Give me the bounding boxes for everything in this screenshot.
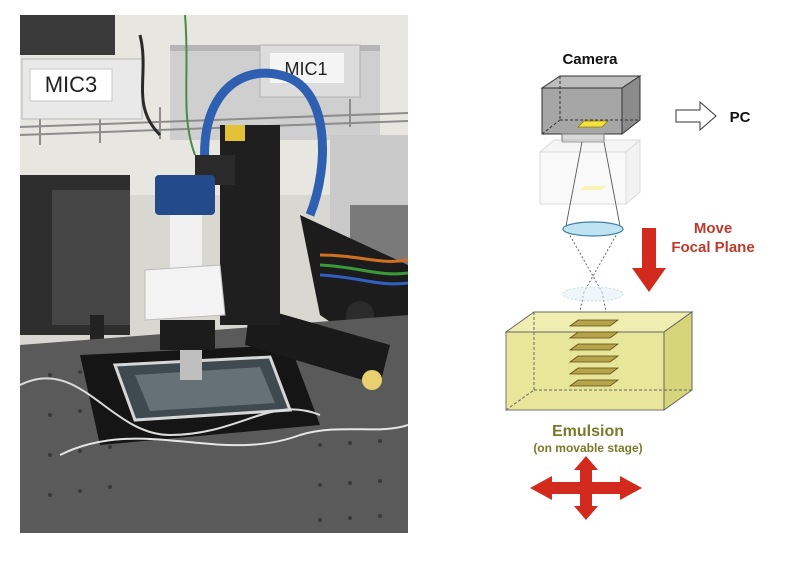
lens	[562, 221, 624, 237]
emulsion-label: Emulsion	[552, 423, 624, 440]
camera-box	[540, 75, 642, 143]
rack-label-mic3: MIC3	[45, 72, 98, 97]
focal-plane-slices	[568, 319, 620, 387]
emulsion-sublabel: (on movable stage)	[533, 441, 642, 455]
optical-path	[565, 141, 621, 371]
move-label-line2: Focal Plane	[671, 239, 754, 256]
microscope-photo: MIC3 MIC1	[20, 15, 408, 533]
pc-label: PC	[730, 109, 751, 126]
rack-label-mic1: MIC1	[284, 59, 327, 79]
stage-move-arrows-icon	[530, 456, 642, 520]
move-down-arrow-icon	[632, 228, 666, 292]
pc-arrow-icon	[675, 100, 717, 132]
camera-label: Camera	[562, 51, 618, 68]
move-label-line1: Move	[694, 220, 732, 237]
scanning-schematic: Camera PC Move Focal Pla	[504, 51, 755, 520]
objective-housing	[538, 138, 642, 206]
